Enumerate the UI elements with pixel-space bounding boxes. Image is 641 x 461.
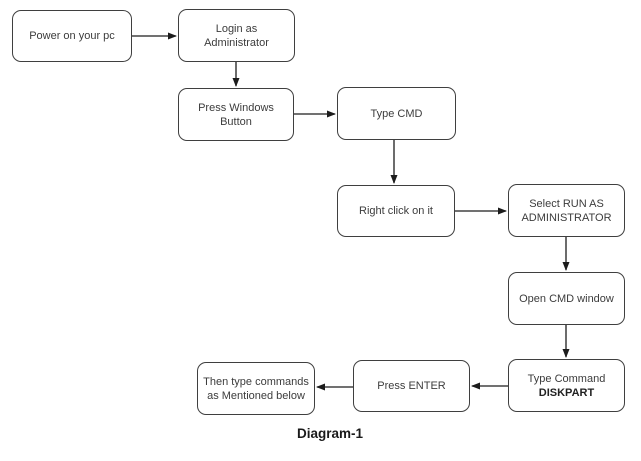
flow-node-right-click: Right click on it (337, 185, 455, 237)
flow-node-select-run-admin: Select RUN AS ADMINISTRATOR (508, 184, 625, 237)
node-label-line: ADMINISTRATOR (521, 211, 612, 224)
node-label-line: Right click on it (359, 205, 433, 217)
node-label-line: DISKPART (538, 386, 595, 399)
flow-node-power-on: Power on your pc (12, 10, 132, 62)
node-label-line: Press ENTER (377, 380, 446, 392)
node-label-line: Then type commands (203, 375, 309, 388)
node-label-line: Login as (215, 22, 258, 35)
flow-node-press-enter: Press ENTER (353, 360, 470, 412)
flow-node-open-cmd: Open CMD window (508, 272, 625, 325)
flow-node-press-windows: Press Windows Button (178, 88, 294, 141)
node-label-line: Type Command (527, 372, 606, 385)
node-label-line: Power on your pc (29, 30, 115, 42)
node-label-line: Select RUN AS (529, 197, 604, 210)
diagram-caption: Diagram-1 (296, 426, 364, 441)
node-label-line: Button (220, 115, 252, 128)
flow-node-then-type: Then type commands as Mentioned below (197, 362, 315, 415)
node-label-line: Open CMD window (519, 292, 614, 305)
node-label-line: Press Windows (198, 101, 274, 114)
node-label-line: Administrator (204, 36, 269, 49)
node-label-line: as Mentioned below (207, 389, 305, 402)
flow-node-login-admin: Login as Administrator (178, 9, 295, 62)
node-label-line: Type CMD (370, 107, 423, 120)
flow-node-type-diskpart: Type Command DISKPART (508, 359, 625, 412)
flow-node-type-cmd: Type CMD (337, 87, 456, 140)
